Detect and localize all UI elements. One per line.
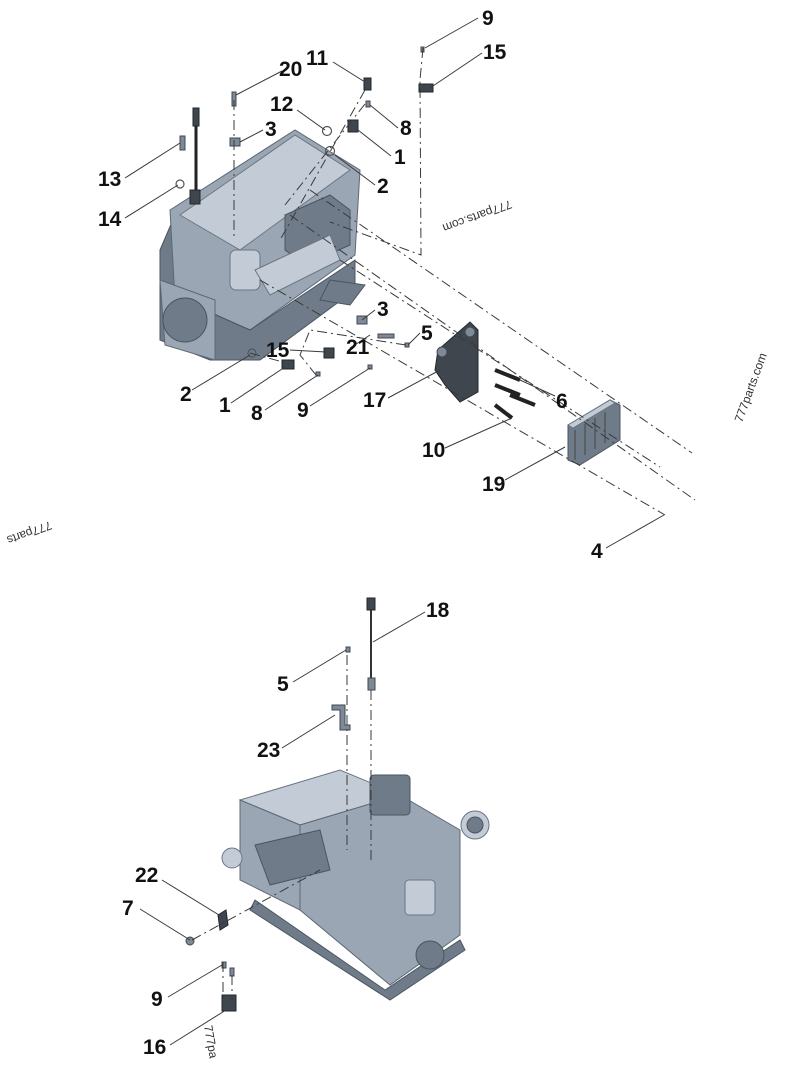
callout-9-low: 9	[151, 988, 163, 1011]
callout-15-top: 15	[483, 41, 507, 64]
callout-7: 7	[122, 897, 134, 920]
watermark-3: 777parts	[5, 518, 54, 547]
callout-12: 12	[270, 93, 293, 116]
callout-22: 22	[135, 864, 158, 887]
watermark-4: 777pa	[201, 1024, 221, 1060]
callout-11: 11	[306, 47, 329, 70]
callout-8-low: 8	[251, 402, 263, 425]
callout-9-mid: 9	[297, 399, 309, 422]
callout-5-mid: 5	[421, 322, 433, 345]
watermark-1: 777parts.com	[441, 197, 514, 235]
callout-18: 18	[426, 599, 450, 622]
callout-6: 6	[556, 390, 568, 413]
callout-1-low: 1	[219, 394, 231, 417]
callout-10: 10	[422, 439, 445, 462]
callout-4: 4	[591, 540, 603, 563]
callout-3-top: 3	[265, 118, 277, 141]
assembly-lines	[191, 47, 696, 1000]
callout-23: 23	[257, 739, 280, 762]
callout-21: 21	[346, 336, 370, 359]
callout-20: 20	[279, 58, 302, 81]
callout-1-top: 1	[394, 146, 406, 169]
callout-2-low: 2	[180, 383, 192, 406]
callouts: 9 15 11 20 12 8 3 1 13 2 14 3 5 15 21 2 …	[98, 7, 603, 1059]
callout-13: 13	[98, 168, 121, 191]
engine-block-upper	[159, 129, 366, 361]
callout-2-top: 2	[377, 175, 389, 198]
callout-8-top: 8	[400, 117, 412, 140]
watermark-2: 777parts.com	[732, 351, 770, 424]
callout-19: 19	[482, 473, 505, 496]
callout-14: 14	[98, 208, 122, 231]
callout-17: 17	[363, 389, 386, 412]
callout-5-low: 5	[277, 673, 289, 696]
leader-lines	[124, 17, 665, 1046]
engine-block-lower	[221, 769, 490, 1001]
bracket-17	[434, 321, 479, 403]
callout-15-mid: 15	[266, 339, 290, 362]
callout-16: 16	[143, 1036, 166, 1059]
callout-9-top: 9	[482, 7, 494, 30]
oil-cooler-19	[567, 399, 621, 466]
callout-3-mid: 3	[377, 298, 389, 321]
